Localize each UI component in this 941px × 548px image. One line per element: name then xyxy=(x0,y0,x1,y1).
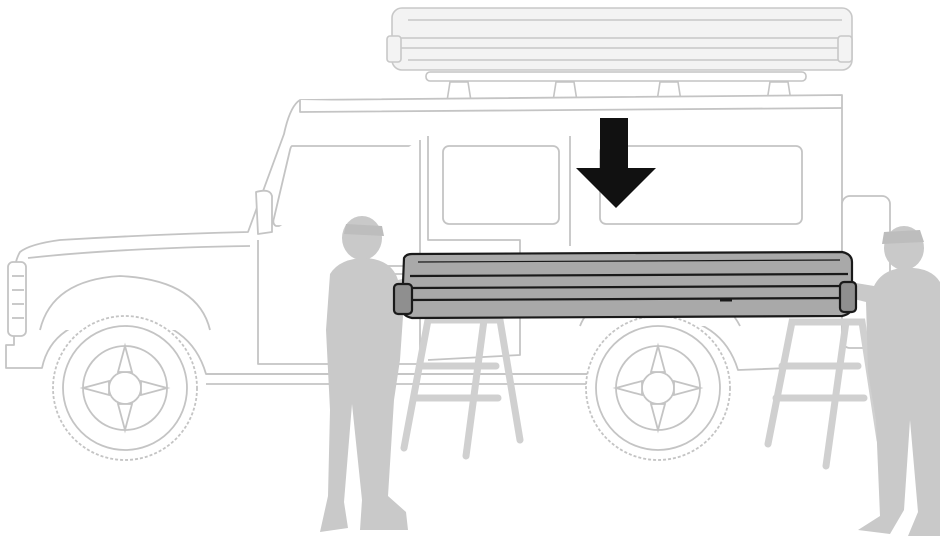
ghost-tent-on-roof xyxy=(387,8,852,70)
front-wheel xyxy=(53,316,197,460)
rooftop-tent-icon xyxy=(394,252,856,318)
rear-wheel xyxy=(586,316,730,460)
